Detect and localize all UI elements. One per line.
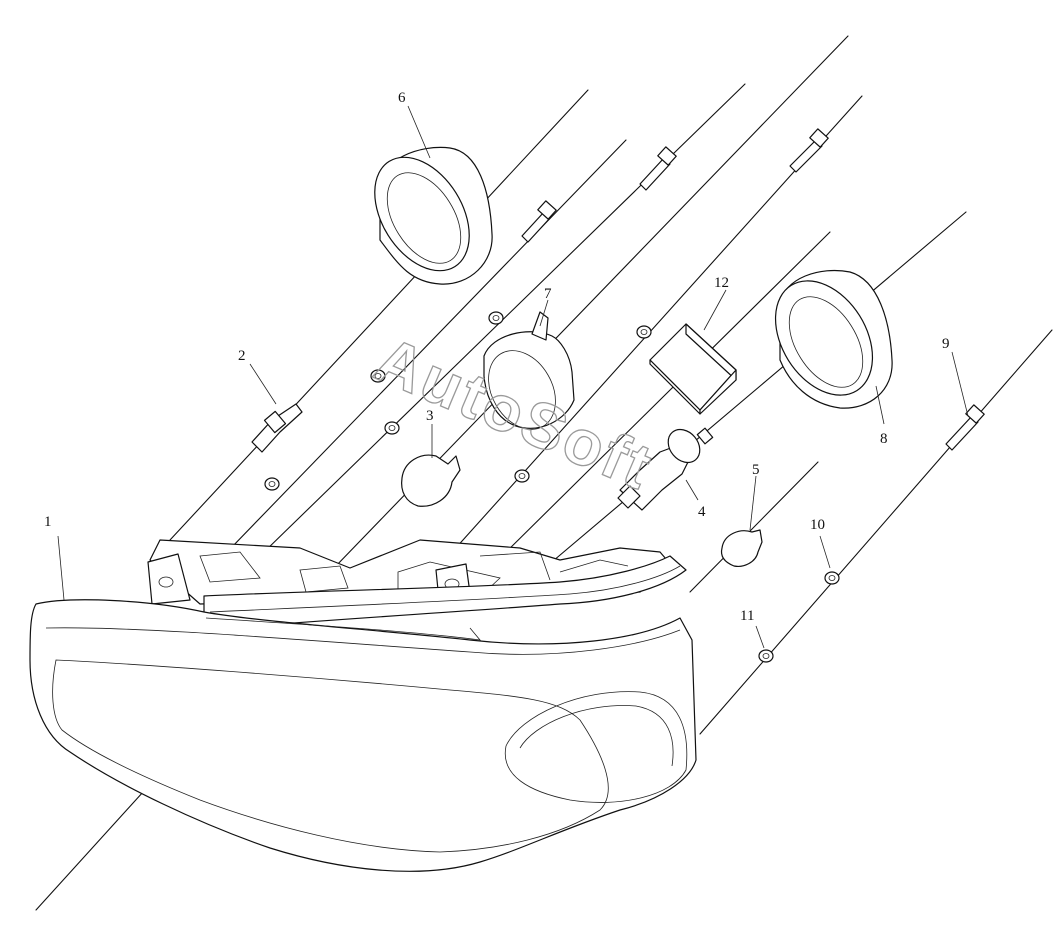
bulb-4 <box>617 427 714 511</box>
bulb-5 <box>720 529 763 567</box>
callout-2: 2 <box>238 348 246 364</box>
washer-10 <box>824 571 840 585</box>
callout-9: 9 <box>942 336 950 352</box>
callout-4: 4 <box>698 504 706 520</box>
callout-8: 8 <box>880 431 888 447</box>
washer-11 <box>758 649 774 663</box>
bulb-cover-7 <box>483 311 575 430</box>
bulb-3 <box>401 454 461 507</box>
dust-cap-6 <box>374 146 493 285</box>
screws <box>521 128 985 451</box>
callout-12: 12 <box>714 275 729 291</box>
callout-7: 7 <box>544 286 552 302</box>
callout-5: 5 <box>752 462 760 478</box>
bulb-2 <box>251 403 303 453</box>
callout-10: 10 <box>810 517 825 533</box>
callout-1: 1 <box>44 514 52 530</box>
dust-cap-8 <box>774 269 893 409</box>
headlamp-housing <box>29 539 697 872</box>
washers <box>264 311 840 663</box>
callout-11: 11 <box>740 608 754 624</box>
module-box-12 <box>649 323 737 415</box>
callouts: 1 2 3 4 5 6 7 8 9 10 11 12 <box>44 90 969 649</box>
callout-3: 3 <box>426 408 434 424</box>
callout-6: 6 <box>398 90 406 106</box>
